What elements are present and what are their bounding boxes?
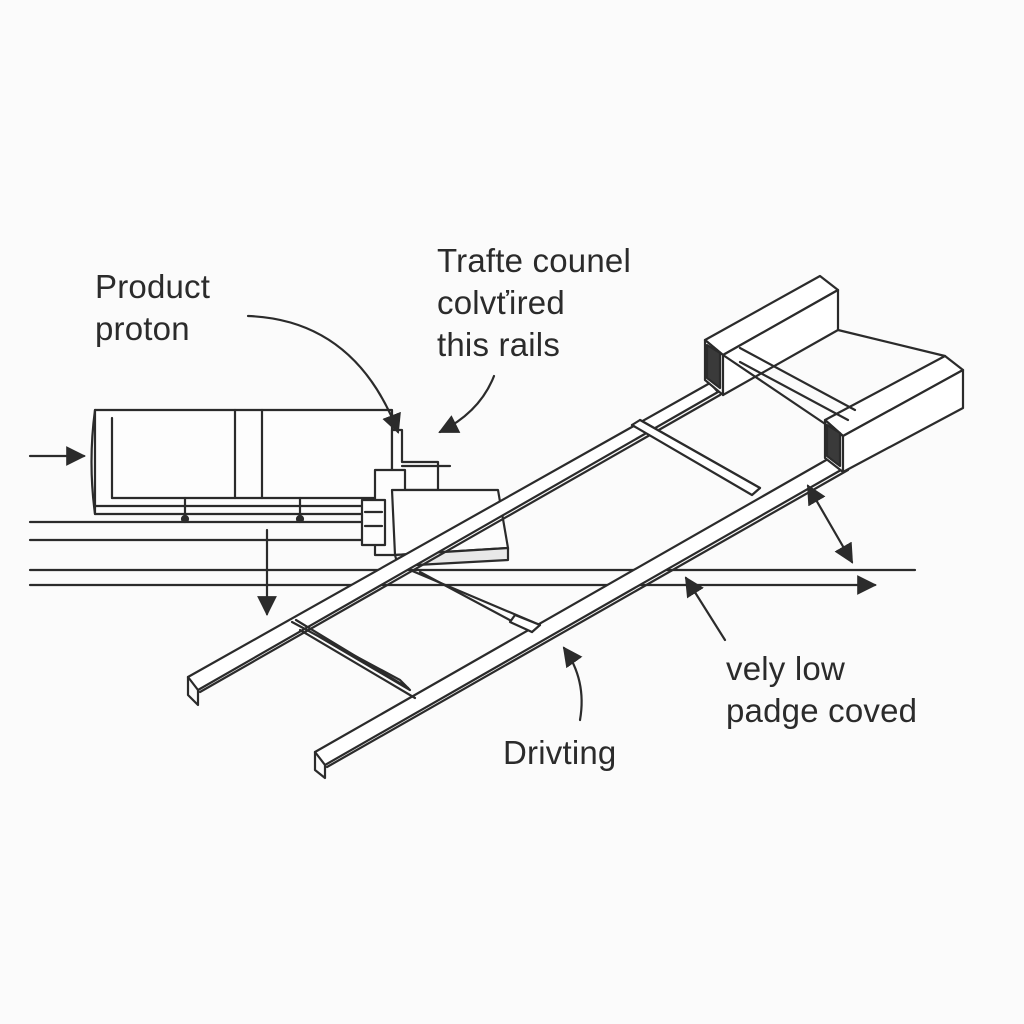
rail-cross-members [290,418,762,700]
label-line: Trafte counel [437,242,631,279]
annotation-arrows [28,314,854,722]
transfer-mechanism [360,428,510,568]
label-line: vely low [726,650,845,687]
label-line: this rails [437,326,561,363]
driving-pointer-arrow [562,646,583,722]
product-carrier-box [90,408,394,524]
label-line: proton [95,310,190,347]
label-low-padge: vely low padge coved [726,648,917,732]
conveyor-end-frame [703,274,965,474]
label-line: Product [95,268,211,305]
label-line: Drivting [503,734,617,771]
label-traffic-rails: Trafte counel colvťired this rails [437,240,631,366]
low-padge-arrow [684,576,727,642]
product-pointer-arrow [246,314,401,434]
label-driving: Drivting [503,732,616,774]
label-line: colvťired [437,284,565,321]
rails-pointer-arrow [438,374,496,434]
floor-track-lines [28,520,917,595]
label-product-proton: Product proton [95,266,210,350]
label-line: padge coved [726,692,918,729]
gap-arrow [806,484,854,564]
